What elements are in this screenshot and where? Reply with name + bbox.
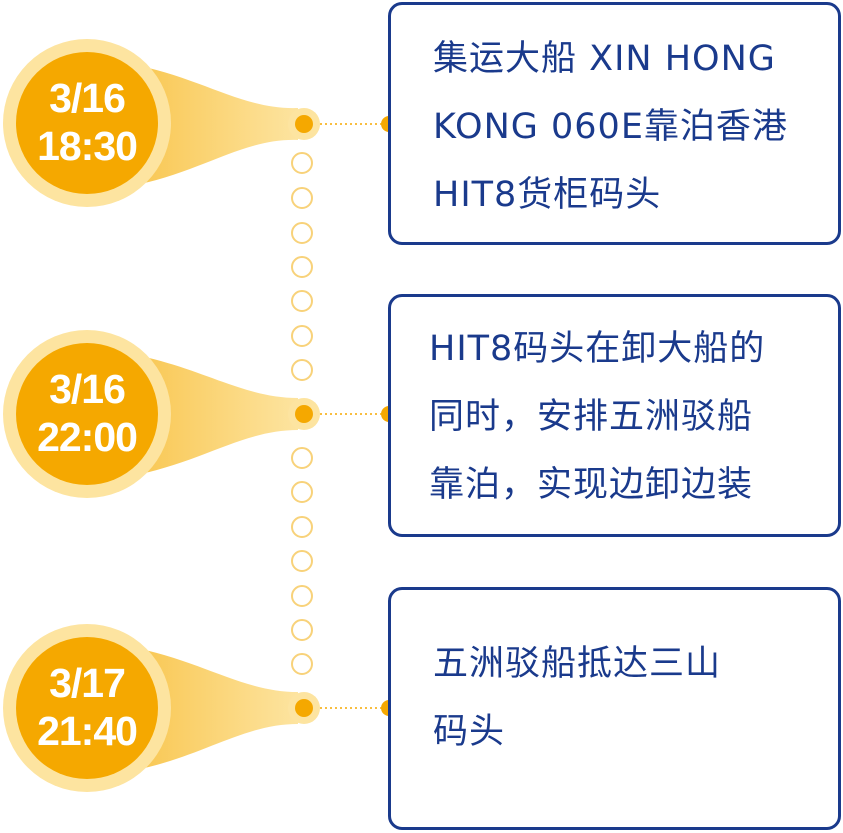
timeline-dot [291,187,313,209]
event-date: 3/17 [49,660,125,706]
event-card-2: HIT8码头在卸大船的 同时，安排五洲驳船 靠泊，实现边卸边装 [388,294,841,537]
event-date: 3/16 [49,366,125,412]
timeline-dot [291,447,313,469]
event-card-line: 靠泊，实现边卸边装 [429,465,754,505]
timeline-dot [291,256,313,278]
event-card-line: 同时，安排五洲驳船 [429,397,754,437]
event-card-line: 五洲驳船抵达三山 [433,644,722,684]
event-card-1: 集运大船 XIN HONG KONG 060E靠泊香港 HIT8货柜码头 [388,2,841,245]
timeline-dot [291,653,313,675]
timeline-marker-3: 3/17 21:40 [3,624,320,792]
marker-node-center [295,405,313,423]
event-time: 18:30 [37,123,137,169]
event-time: 21:40 [37,708,137,754]
event-card-line: HIT8货柜码头 [433,175,662,215]
timeline-dot [291,550,313,572]
marker-node-center [295,699,313,717]
marker-circle [16,52,158,194]
timeline-marker-2: 3/16 22:00 [3,330,320,498]
timeline-dot [291,152,313,174]
event-date: 3/16 [49,75,125,121]
timeline-dot [291,516,313,538]
marker-circle [16,343,158,485]
timeline-dot [291,585,313,607]
event-card-line: 码头 [433,712,506,752]
event-time: 22:00 [37,414,137,460]
timeline-dot [291,359,313,381]
timeline-dot [291,290,313,312]
event-card-3: 五洲驳船抵达三山 码头 [388,587,841,830]
timeline-dot [291,222,313,244]
marker-node-center [295,115,313,133]
event-card-line: KONG 060E靠泊香港 [433,107,788,147]
timeline-dot [291,481,313,503]
timeline-dots [291,152,313,675]
marker-circle [16,637,158,779]
event-card-line: 集运大船 XIN HONG [433,39,776,79]
timeline-marker-1: 3/16 18:30 [3,39,320,207]
timeline-dot [291,619,313,641]
timeline-dot [291,325,313,347]
event-card-line: HIT8码头在卸大船的 [429,329,766,369]
